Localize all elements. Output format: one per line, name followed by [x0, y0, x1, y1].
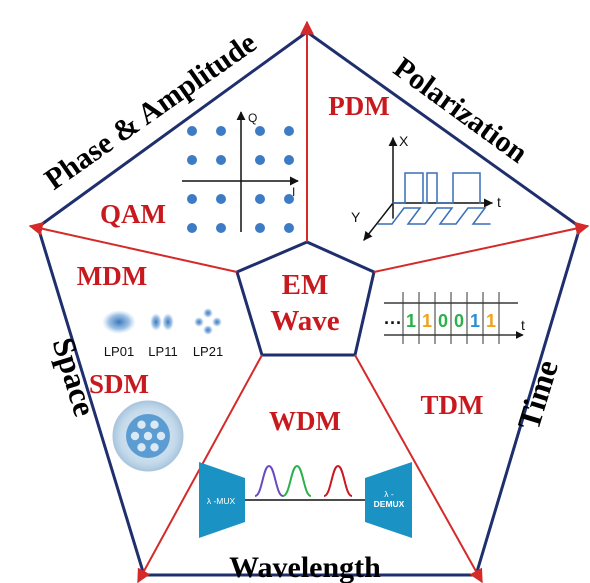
wdm-demux-block [365, 462, 412, 538]
qam-dot-2-3 [284, 194, 294, 204]
qam-dots [187, 126, 294, 233]
dimension-phase-amplitude: Phase & Amplitude [39, 26, 263, 196]
qam-i-label: I [292, 185, 295, 199]
center-label-wave: Wave [270, 305, 339, 337]
mdm-mode-profiles: LP01 LP11 LP21 [102, 308, 223, 359]
wdm-demux-label-2: DEMUX [374, 499, 405, 509]
wdm-illustration: λ -MUX λ - DEMUX [199, 462, 412, 538]
tdm-t-label: t [521, 317, 525, 333]
qam-dot-3-2 [255, 223, 265, 233]
wdm-mux-label: λ -MUX [207, 496, 236, 506]
fiber-core-6 [150, 420, 159, 429]
fiber-core-2 [150, 443, 159, 452]
pdm-y-axis [363, 202, 394, 241]
center-label-em: EM [282, 269, 329, 301]
qam-dot-1-1 [216, 155, 226, 165]
pdm-y-pulse-train [377, 207, 491, 225]
tdm-bit: 0 [454, 311, 464, 331]
qam-dot-1-3 [284, 155, 294, 165]
mode-label-lp11: LP11 [148, 344, 177, 359]
qam-dot-2-0 [187, 194, 197, 204]
fiber-core-3 [137, 443, 146, 452]
qam-dot-1-2 [255, 155, 265, 165]
wdm-pulse-green [282, 464, 312, 497]
qam-dot-3-1 [216, 223, 226, 233]
dimension-wavelength: Wavelength [229, 551, 381, 583]
wdm-demux-label-1: λ - [384, 489, 394, 499]
mode-lp11-spot-b [162, 313, 174, 331]
qam-dot-0-3 [284, 126, 294, 136]
center-pentagon [235, 240, 376, 357]
pdm-illustration: X t Y [351, 133, 501, 241]
fiber-core-4 [130, 431, 140, 441]
mode-label-lp01: LP01 [104, 344, 134, 359]
mode-lp21-lobe-top [203, 308, 213, 318]
wdm-mux-block [199, 462, 245, 538]
divider-right [373, 221, 590, 273]
qam-dot-0-0 [187, 126, 197, 136]
mode-lp01-spot [102, 310, 136, 334]
mode-lp21-lobe-bottom [203, 325, 213, 335]
tdm-bit: 1 [470, 311, 480, 331]
qam-dot-3-0 [187, 223, 197, 233]
fiber-core-0 [143, 431, 153, 441]
region-label-sdm: SDM [89, 369, 149, 399]
tdm-slots [402, 292, 500, 344]
fiber-cores [130, 420, 166, 452]
dimension-polarization: Polarization [388, 51, 534, 170]
qam-dot-2-2 [255, 194, 265, 204]
sdm-multicore-fiber [112, 400, 184, 472]
mode-lp21-lobe-left [194, 317, 204, 327]
region-label-qam: QAM [100, 199, 166, 229]
qam-dot-0-1 [216, 126, 226, 136]
qam-dot-3-3 [284, 223, 294, 233]
wdm-pulse-red [323, 464, 353, 497]
qam-q-label: Q [248, 111, 257, 125]
pdm-y-label: Y [351, 209, 361, 225]
region-label-pdm: PDM [328, 91, 389, 121]
fiber-core-1 [156, 431, 166, 441]
divider-bottom-right [354, 354, 483, 583]
region-label-tdm: TDM [421, 390, 484, 420]
tdm-bit: 1 [406, 311, 416, 331]
outer-pentagon [36, 30, 582, 577]
mode-label-lp21: LP21 [193, 344, 223, 359]
tdm-bit: 1 [486, 311, 496, 331]
dimension-time: Time [510, 356, 565, 434]
wdm-pulse-purple [254, 464, 284, 497]
mode-lp11-spot-a [150, 313, 162, 331]
qam-constellation: Q I [182, 111, 299, 233]
pdm-x-label: X [399, 133, 409, 149]
mode-lp21-lobe-right [212, 317, 222, 327]
qam-dot-2-1 [216, 194, 226, 204]
region-label-wdm: WDM [269, 406, 341, 436]
pdm-t-label: t [497, 194, 501, 210]
tdm-bit: 1 [422, 311, 432, 331]
qam-dot-0-2 [255, 126, 265, 136]
pdm-x-pulse-train [392, 172, 481, 204]
divider-left [28, 221, 238, 273]
tdm-bit: 0 [438, 311, 448, 331]
fiber-core-5 [137, 420, 146, 429]
tdm-leading-dots: ··· [384, 313, 402, 333]
region-label-mdm: MDM [77, 261, 147, 291]
qam-dot-1-0 [187, 155, 197, 165]
